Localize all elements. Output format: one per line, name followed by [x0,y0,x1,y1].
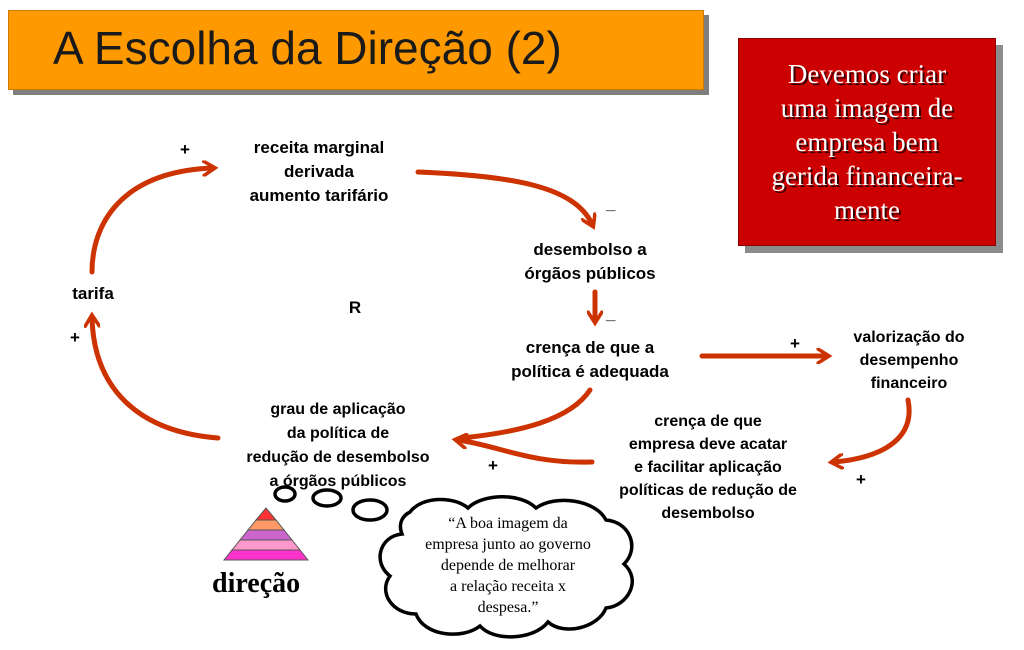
callout-box: Devemos criar uma imagem de empresa bem … [738,38,996,246]
callout-text: Devemos criar uma imagem de empresa bem … [771,59,963,225]
arrow-valorizacao-to-crenca-empresa [834,397,912,462]
sign-desembolso: _ [606,194,616,213]
sign-tarifa: + [70,328,80,347]
pyramid-icon [222,507,310,561]
arrow-receita-to-desembolso [415,169,592,224]
node-tarifa: tarifa [72,284,114,303]
node-crenca-empresa: crença de que empresa deve acatar e faci… [619,413,797,522]
thought-bubble-small [273,485,297,503]
node-desembolso: desembolso a órgãos públicos [524,240,656,283]
sign-crenca-empresa: + [856,470,866,489]
sign-valorizacao: + [790,334,800,353]
arrow-grau-to-tarifa [92,318,221,441]
thought-cloud [378,495,634,639]
thought-text: “A boa imagem da empresa junto ao govern… [425,515,591,616]
sign-receita: + [180,140,190,159]
logo-label: direção [212,568,301,599]
node-receita-marginal: receita marginal derivada aumento tarifá… [249,138,389,205]
loop-label: R [348,298,362,317]
node-crenca-adequada: crença de que a política é adequada [511,338,669,381]
arrow-tarifa-to-receita [89,168,212,275]
slide-title: A Escolha da Direção (2) [53,22,562,74]
node-grau-aplicacao: grau de aplicação da política de redução… [246,401,430,490]
sign-crenca: _ [606,304,616,323]
node-valorizacao: valorização do desempenho financeiro [853,329,965,392]
arrow-crenca-empresa-to-grau [458,440,595,465]
thought-bubble-large [351,498,389,522]
sign-grau: + [488,456,498,475]
thought-bubble-medium [311,488,343,508]
title-box: A Escolha da Direção (2) [8,10,704,90]
arrow-crenca-to-grau [459,387,593,441]
